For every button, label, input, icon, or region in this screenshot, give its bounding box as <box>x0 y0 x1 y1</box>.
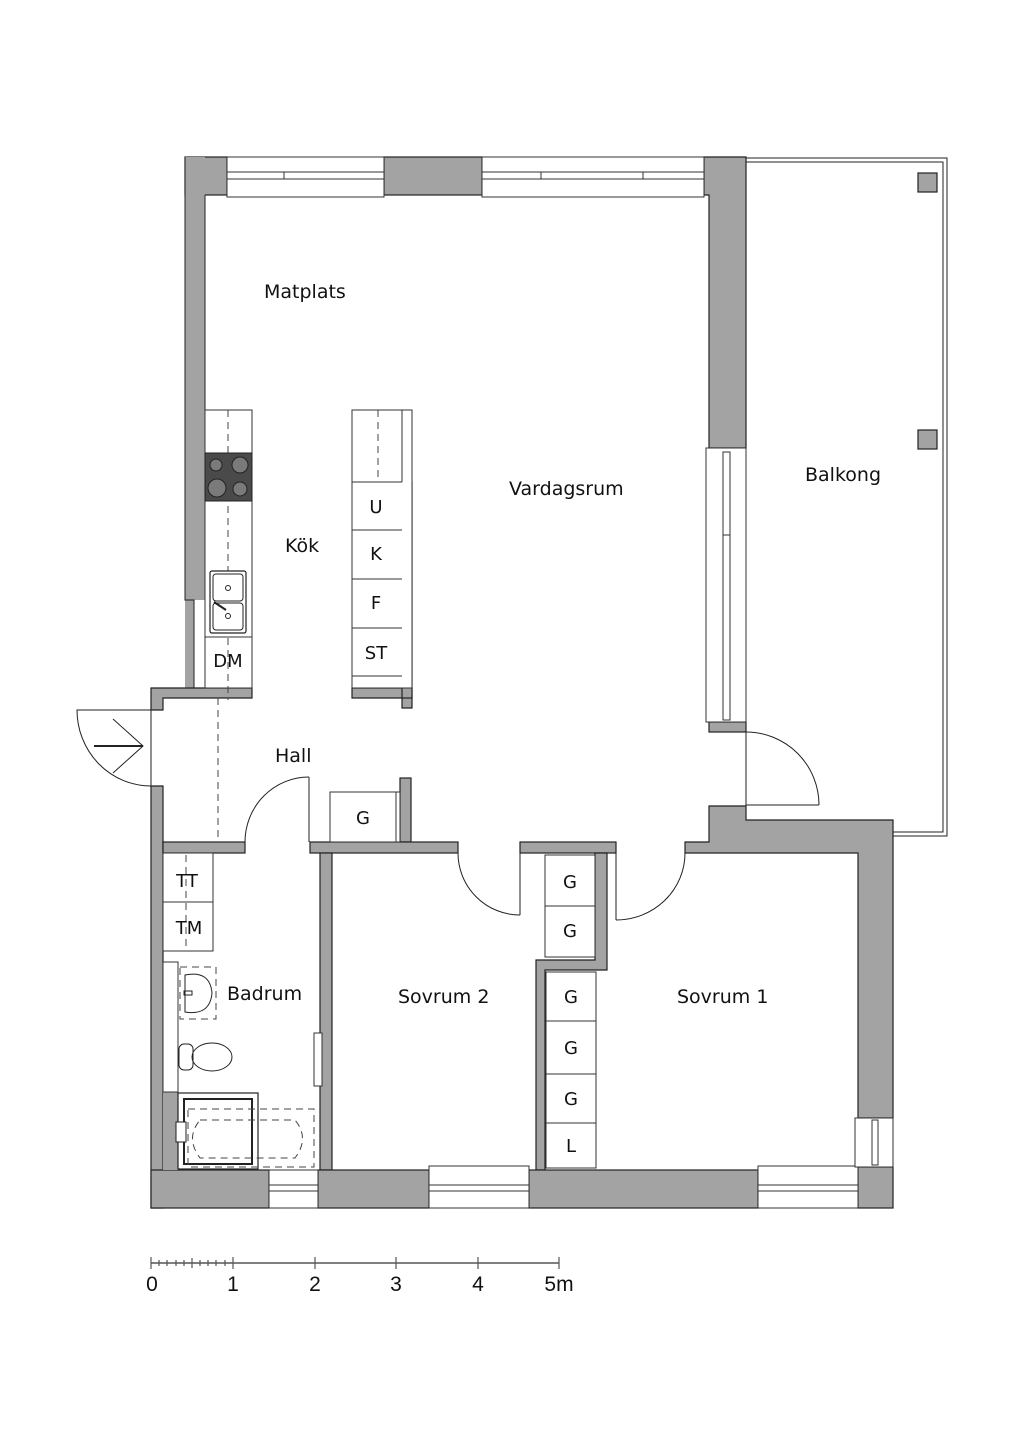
hall-closet: G <box>329 791 401 843</box>
room-label-hall: Hall <box>275 745 312 767</box>
corridor-closets: G G <box>544 854 596 958</box>
balcony-door[interactable] <box>745 731 820 806</box>
unit-label-g: G <box>564 1038 578 1059</box>
unit-label-tm: TM <box>175 918 203 939</box>
unit-label-g: G <box>563 921 577 942</box>
sink-icon <box>209 570 247 634</box>
room-label-badrum: Badrum <box>227 983 302 1005</box>
unit-label-g: G <box>356 808 370 829</box>
scale-label: 3 <box>390 1273 402 1296</box>
unit-label-f: F <box>371 593 381 614</box>
window-top-left <box>226 156 385 198</box>
scale-label: 1 <box>227 1273 239 1296</box>
sovrum1-door[interactable] <box>615 852 686 921</box>
kitchen-counter-left: DM <box>204 409 253 700</box>
room-label-kok: Kök <box>285 535 319 557</box>
scale-bar: 0 1 2 3 4 5m <box>146 1257 574 1296</box>
scale-label: 5m <box>544 1273 573 1296</box>
window-sovrum2 <box>428 1165 530 1209</box>
unit-label-dm: DM <box>213 651 242 672</box>
scale-label: 4 <box>472 1273 484 1296</box>
kitchen-island: U K F ST <box>351 409 413 689</box>
entrance-door[interactable] <box>76 709 152 787</box>
bathtub-outline <box>187 1108 315 1168</box>
unit-label-k: K <box>370 544 383 565</box>
unit-label-g: G <box>564 1089 578 1110</box>
scale-label: 2 <box>309 1273 321 1296</box>
balcony-post <box>917 429 938 450</box>
room-label-balkong: Balkong <box>805 464 881 486</box>
room-label-sovrum2: Sovrum 2 <box>398 986 489 1008</box>
scale-label: 0 <box>146 1273 158 1296</box>
walls <box>150 156 894 1209</box>
unit-label-g: G <box>564 987 578 1008</box>
doors <box>76 709 820 921</box>
unit-label-g: G <box>563 872 577 893</box>
toilet-icon <box>178 1042 233 1072</box>
window-sovrum1-side <box>854 1117 894 1168</box>
shower-icon <box>175 1092 259 1170</box>
unit-label-u: U <box>369 497 382 518</box>
room-label-vardagsrum: Vardagsrum <box>509 478 624 500</box>
unit-label-st: ST <box>365 643 388 664</box>
sovrum1-closets: G G G L <box>545 971 597 1169</box>
unit-label-l: L <box>566 1136 576 1157</box>
window-top-right <box>481 156 705 198</box>
window-sovrum1 <box>757 1165 859 1209</box>
windows <box>226 156 894 1209</box>
window-bath <box>268 1169 319 1209</box>
window-bath-side <box>313 1032 323 1087</box>
room-label-sovrum1: Sovrum 1 <box>677 986 768 1008</box>
window-balcony-side <box>705 447 747 723</box>
bath-door[interactable] <box>244 776 310 843</box>
room-label-matplats: Matplats <box>264 281 346 303</box>
room-labels: Matplats Kök Vardagsrum Balkong Hall Bad… <box>227 281 881 1008</box>
unit-label-tt: TT <box>175 871 199 892</box>
sovrum2-door[interactable] <box>457 852 521 916</box>
balcony-post <box>917 172 938 193</box>
washbasin-icon <box>179 966 217 1020</box>
stove-icon <box>204 452 253 502</box>
balcony <box>745 157 948 837</box>
bathroom-fixtures: TT TM <box>162 852 315 1170</box>
